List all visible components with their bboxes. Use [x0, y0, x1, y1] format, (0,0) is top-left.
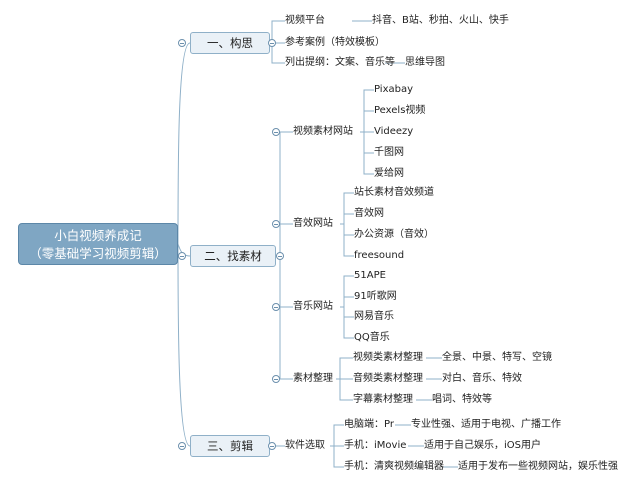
node-sfx-sites[interactable]: 音效网站 [293, 218, 333, 229]
node-organize-detail[interactable]: 唱词、特效等 [432, 394, 492, 405]
node-sfx-site[interactable]: 音效网 [354, 208, 384, 219]
node-sfx-site[interactable]: 办公资源（音效） [354, 229, 434, 240]
node-video-site[interactable]: Pexels视频 [374, 105, 426, 116]
collapse-icon[interactable] [178, 252, 186, 260]
collapse-icon[interactable] [276, 252, 284, 260]
collapse-icon[interactable] [272, 220, 280, 228]
node-video-site[interactable]: Videezy [374, 126, 414, 137]
collapse-icon[interactable] [178, 442, 186, 450]
node-software-item[interactable]: 手机：清爽视频编辑器 [344, 461, 444, 472]
node-platform[interactable]: 视频平台 [285, 15, 325, 26]
connector-root-t3 [177, 243, 191, 447]
node-organize-item[interactable]: 音频类素材整理 [353, 373, 423, 384]
node-software-detail[interactable]: 适用于自己娱乐，iOS用户 [424, 440, 541, 451]
node-software-item[interactable]: 电脑端：Pr [344, 419, 394, 430]
node-sfx-site[interactable]: 站长素材音效频道 [354, 187, 434, 198]
node-video-site[interactable]: 爱给网 [374, 168, 404, 179]
collapse-icon[interactable] [268, 442, 276, 450]
topic-editing[interactable]: 三、剪辑 [190, 435, 270, 457]
node-reference[interactable]: 参考案例（特效模板） [285, 37, 385, 48]
node-software-detail[interactable]: 适用于发布一些视频网站，娱乐性强 [458, 461, 618, 472]
node-outline[interactable]: 列出提纲：文案、音乐等 [285, 57, 395, 68]
node-video-site[interactable]: 千图网 [374, 147, 404, 158]
node-music-site[interactable]: 51APE [354, 270, 386, 281]
node-music-sites[interactable]: 音乐网站 [293, 301, 333, 312]
root-subtitle: （零基础学习视频剪辑） [29, 246, 167, 261]
node-software[interactable]: 软件选取 [285, 440, 325, 451]
collapse-icon[interactable] [272, 375, 280, 383]
root-title: 小白视频养成记 [54, 228, 142, 243]
topic-material[interactable]: 二、找素材 [190, 245, 276, 267]
node-music-site[interactable]: QQ音乐 [354, 332, 390, 343]
node-software-item[interactable]: 手机：iMovie [344, 440, 407, 451]
node-music-site[interactable]: 91听歌网 [354, 291, 397, 302]
node-organize-detail[interactable]: 对白、音乐、特效 [442, 373, 522, 384]
collapse-icon[interactable] [272, 128, 280, 136]
node-organize-detail[interactable]: 全景、中景、特写、空镜 [442, 352, 552, 363]
connector-root-t1 [177, 42, 191, 245]
node-video-sites[interactable]: 视频素材网站 [293, 126, 353, 137]
collapse-icon[interactable] [178, 39, 186, 47]
root-topic[interactable]: 小白视频养成记 （零基础学习视频剪辑） [18, 223, 178, 265]
node-organize-item[interactable]: 字幕素材整理 [353, 394, 413, 405]
node-music-site[interactable]: 网易音乐 [354, 311, 394, 322]
node-mindmap[interactable]: 思维导图 [405, 57, 445, 68]
node-software-detail[interactable]: 专业性强、适用于电视、广播工作 [411, 419, 561, 430]
node-organize[interactable]: 素材整理 [293, 373, 333, 384]
node-sfx-site[interactable]: freesound [354, 250, 405, 261]
topic-gousi[interactable]: 一、构思 [190, 32, 270, 54]
collapse-icon[interactable] [268, 39, 276, 47]
node-video-site[interactable]: Pixabay [374, 84, 414, 95]
node-organize-item[interactable]: 视频类素材整理 [353, 352, 423, 363]
node-platform-list[interactable]: 抖音、B站、秒拍、火山、快手 [372, 15, 509, 26]
collapse-icon[interactable] [272, 303, 280, 311]
